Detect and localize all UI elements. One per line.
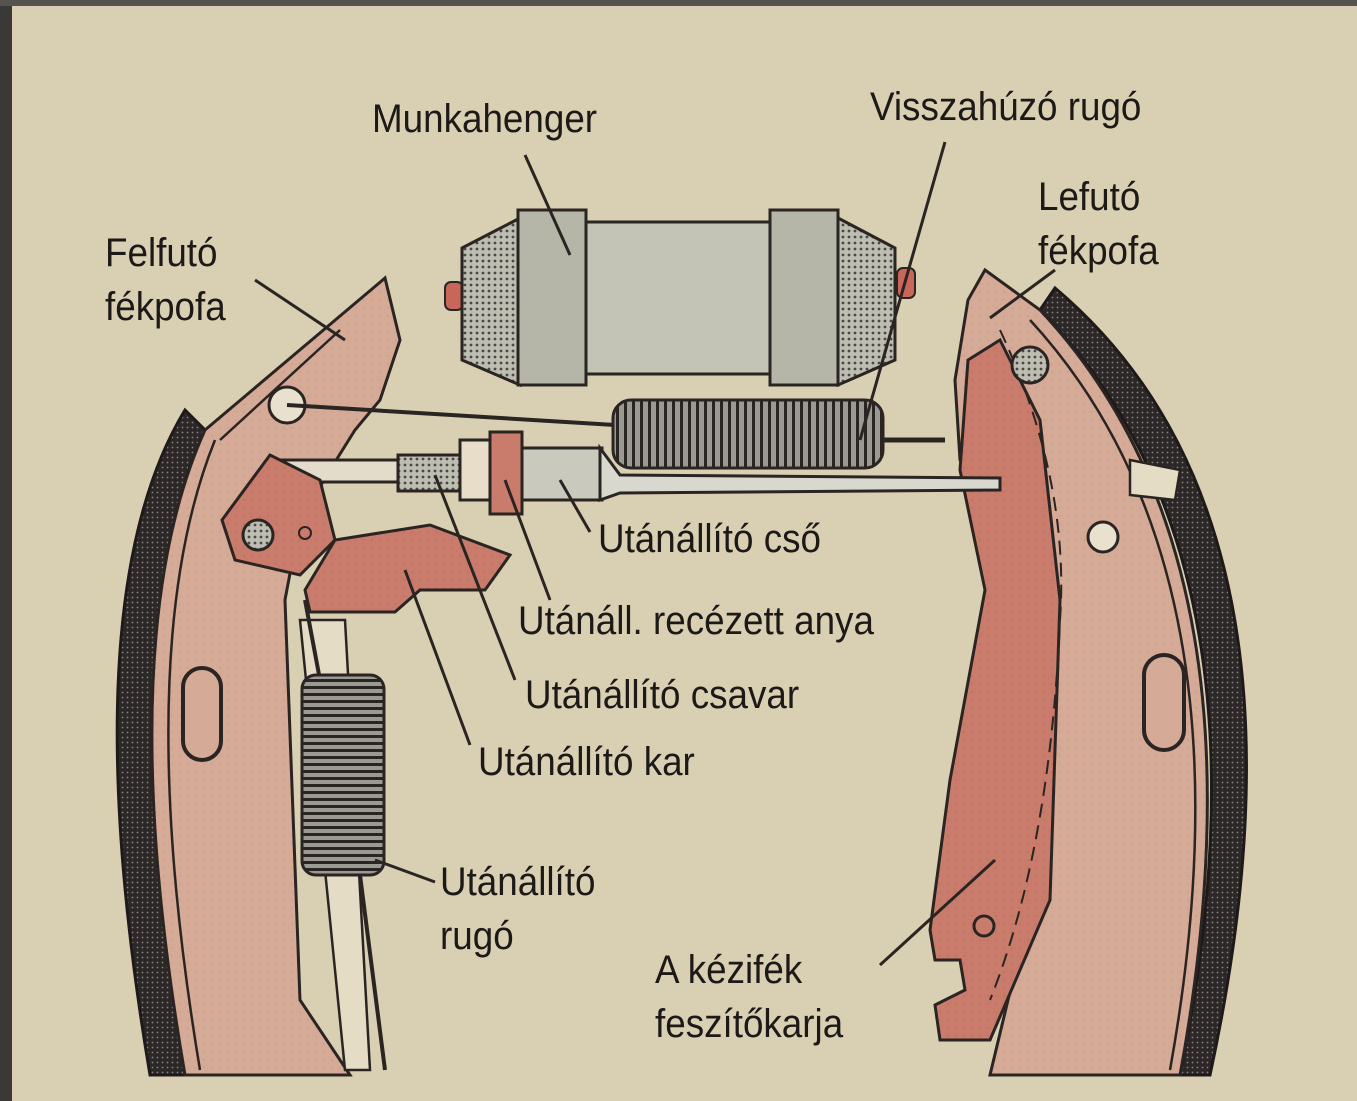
label-utanallito-csavar: Utánállító csavar xyxy=(525,668,799,722)
cylinder-boot-right xyxy=(838,218,895,385)
label-felfuto-line2: fékpofa xyxy=(105,280,226,334)
label-utanallito-rugo-line1: Utánállító xyxy=(440,855,595,909)
label-utanallito-kar: Utánállító kar xyxy=(478,735,695,789)
cylinder-body xyxy=(586,222,771,374)
right-shoe-slot xyxy=(1144,655,1184,750)
label-felfuto-line1: Felfutó xyxy=(105,226,226,280)
frame-left-edge xyxy=(0,0,12,1101)
return-spring-coil xyxy=(613,400,883,468)
adjuster-pivot xyxy=(243,520,273,550)
label-munkahenger: Munkahenger xyxy=(372,92,597,146)
leader-utanallito-kar xyxy=(405,570,470,745)
left-shoe-slot xyxy=(183,668,221,760)
return-spring xyxy=(287,400,945,468)
label-utanallito-rugo-line2: rugó xyxy=(440,909,595,963)
label-utanallito-rugo: Utánállító rugó xyxy=(440,855,595,963)
label-utanall-recezett-anya: Utánáll. recézett anya xyxy=(518,594,874,648)
label-lefuto-line2: fékpofa xyxy=(1038,224,1159,278)
right-brake-shoe xyxy=(930,270,1246,1075)
label-felfuto-fekpofa: Felfutó fékpofa xyxy=(105,226,226,334)
adjuster-tube xyxy=(522,448,602,500)
cylinder-cap-left xyxy=(518,210,586,385)
label-visszahuzo-rugo: Visszahúzó rugó xyxy=(870,80,1141,134)
label-utanallito-cso: Utánállító cső xyxy=(598,512,821,566)
leader-utanallito-rugo xyxy=(375,860,435,882)
cylinder-cap-right xyxy=(770,210,838,385)
frame-top-edge xyxy=(0,0,1357,6)
adjuster-screw xyxy=(398,455,460,491)
label-kezifek-feszitokarja: A kézifék feszítőkarja xyxy=(655,943,843,1051)
adjuster-pin xyxy=(299,527,311,539)
label-lefuto-line1: Lefutó xyxy=(1038,170,1159,224)
right-shoe-hole xyxy=(1088,522,1118,552)
handbrake-lever-pin xyxy=(974,916,994,936)
leader-felfuto-fekpofa xyxy=(255,280,345,340)
adjuster-spring-coil xyxy=(302,675,384,875)
adjuster-knurled-nut xyxy=(490,432,522,514)
right-shoe-pivot xyxy=(1012,347,1048,383)
cylinder-bleed-left xyxy=(445,282,463,310)
label-kezifek-line2: feszítőkarja xyxy=(655,997,843,1051)
wheel-cylinder xyxy=(445,210,915,385)
label-kezifek-line1: A kézifék xyxy=(655,943,843,997)
label-lefuto-fekpofa: Lefutó fékpofa xyxy=(1038,170,1159,278)
cylinder-boot-left xyxy=(462,218,520,385)
